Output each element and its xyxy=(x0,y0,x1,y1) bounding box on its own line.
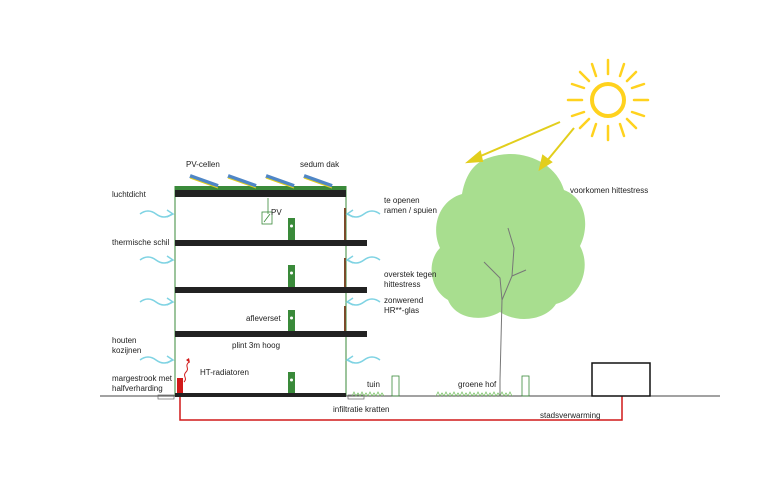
label-garden: tuin xyxy=(367,380,380,389)
heat-arrow-1-head xyxy=(464,150,484,164)
floor-slab-4 xyxy=(175,240,367,246)
air-arrow-left-2-head xyxy=(166,255,175,264)
floor-slab-ground xyxy=(175,393,346,397)
court-grass xyxy=(435,391,513,397)
solar-panel-1 xyxy=(189,174,219,188)
solar-panel-2 xyxy=(227,174,257,188)
district-heating-plant xyxy=(591,362,651,397)
label-margin-strip: margestrook met halfverharding xyxy=(112,374,173,393)
air-arrow-right-4-head xyxy=(345,355,354,364)
sun-disc xyxy=(590,82,626,118)
air-arrows-right xyxy=(345,209,381,364)
tree-canopy xyxy=(431,153,586,319)
delivery-set-3 xyxy=(288,265,295,287)
label-infiltration: infiltratie kratten xyxy=(333,405,390,414)
label-ht-radiators: HT-radiatoren xyxy=(200,368,249,377)
ht-radiator xyxy=(177,378,183,394)
pv-inverter-mark xyxy=(263,213,271,223)
sedum-roof xyxy=(175,186,346,190)
heat-arrowhead xyxy=(186,358,190,363)
sun-ray-9 xyxy=(590,62,598,78)
air-arrows-left xyxy=(139,209,175,364)
label-thermal-shell: thermische schil xyxy=(112,238,170,247)
delivery-set-4-dot xyxy=(290,224,293,228)
label-district-heating: stadsverwarming xyxy=(540,411,601,420)
label-airtight: luchtdicht xyxy=(112,190,146,199)
solar-panels xyxy=(189,174,333,189)
delivery-set-2-dot xyxy=(290,316,293,320)
sun xyxy=(566,58,650,142)
solar-panel-4 xyxy=(303,174,333,188)
tree-trunk xyxy=(483,227,527,381)
delivery-set-2 xyxy=(288,310,295,331)
delivery-set-ground xyxy=(288,372,295,393)
label-pv-cells: PV-cellen xyxy=(186,160,220,169)
delivery-set-ground-dot xyxy=(290,378,293,382)
label-sedum-roof: sedum dak xyxy=(300,160,340,169)
heat-arrow-2-head xyxy=(538,154,553,172)
sun-ray-7 xyxy=(625,70,638,83)
solar-panel-4-edge xyxy=(303,177,333,189)
solar-panel-2-edge xyxy=(227,177,257,189)
air-arrow-left-4-head xyxy=(166,355,175,364)
label-overhang: overstek tegen hittestress xyxy=(384,270,437,289)
sun-heat-arrows xyxy=(464,121,575,172)
sun-ray-10 xyxy=(618,62,626,78)
label-finish-level: afleverset xyxy=(246,314,281,323)
delivery-set-4 xyxy=(288,218,295,240)
sun-ray-15 xyxy=(590,122,598,138)
label-green-court: groene hof xyxy=(458,380,497,389)
sun-ray-11 xyxy=(630,82,646,90)
air-arrow-left-1-head xyxy=(166,209,175,218)
sun-ray-8 xyxy=(578,117,591,130)
label-wooden-frames: houten kozijnen xyxy=(112,336,142,355)
floor-slab-2 xyxy=(175,331,367,337)
delivery-set-3-dot xyxy=(290,271,293,275)
pv-inverter xyxy=(261,211,273,225)
heat-squiggle xyxy=(183,361,190,383)
label-windows-open: te openen ramen / spuien xyxy=(384,196,437,215)
solar-panel-1-edge xyxy=(189,177,219,189)
garden-grass xyxy=(351,391,385,397)
garden-post xyxy=(391,375,400,397)
heat-arrow-1 xyxy=(475,121,561,159)
ground-hatch-right xyxy=(347,394,365,400)
solar-panel-3-edge xyxy=(265,177,295,189)
sun-ray-14 xyxy=(570,110,586,118)
sun-ray-6 xyxy=(625,117,638,130)
label-heat-stress: voorkomen hittestress xyxy=(570,186,649,195)
sun-ray-5 xyxy=(578,70,591,83)
label-pv: PV xyxy=(271,208,282,217)
roof-slab xyxy=(175,190,346,197)
label-plinth: plint 3m hoog xyxy=(232,341,281,350)
air-arrow-right-1-head xyxy=(345,209,354,218)
ground-hatch-left xyxy=(157,394,175,400)
heat-arrow-2 xyxy=(545,127,575,163)
solar-panel-3 xyxy=(265,174,295,188)
sun-ray-16 xyxy=(618,122,626,138)
district-heating-pipe xyxy=(179,378,623,421)
air-arrow-right-3-head xyxy=(345,297,354,306)
floor-slab-3 xyxy=(175,287,367,293)
air-arrow-left-3-head xyxy=(166,297,175,306)
sun-ray-13 xyxy=(570,82,586,90)
court-post xyxy=(521,375,530,397)
sun-ray-12 xyxy=(630,110,646,118)
label-sun-glass: zonwerend HR**-glas xyxy=(384,296,424,315)
air-arrow-right-2-head xyxy=(345,255,354,264)
